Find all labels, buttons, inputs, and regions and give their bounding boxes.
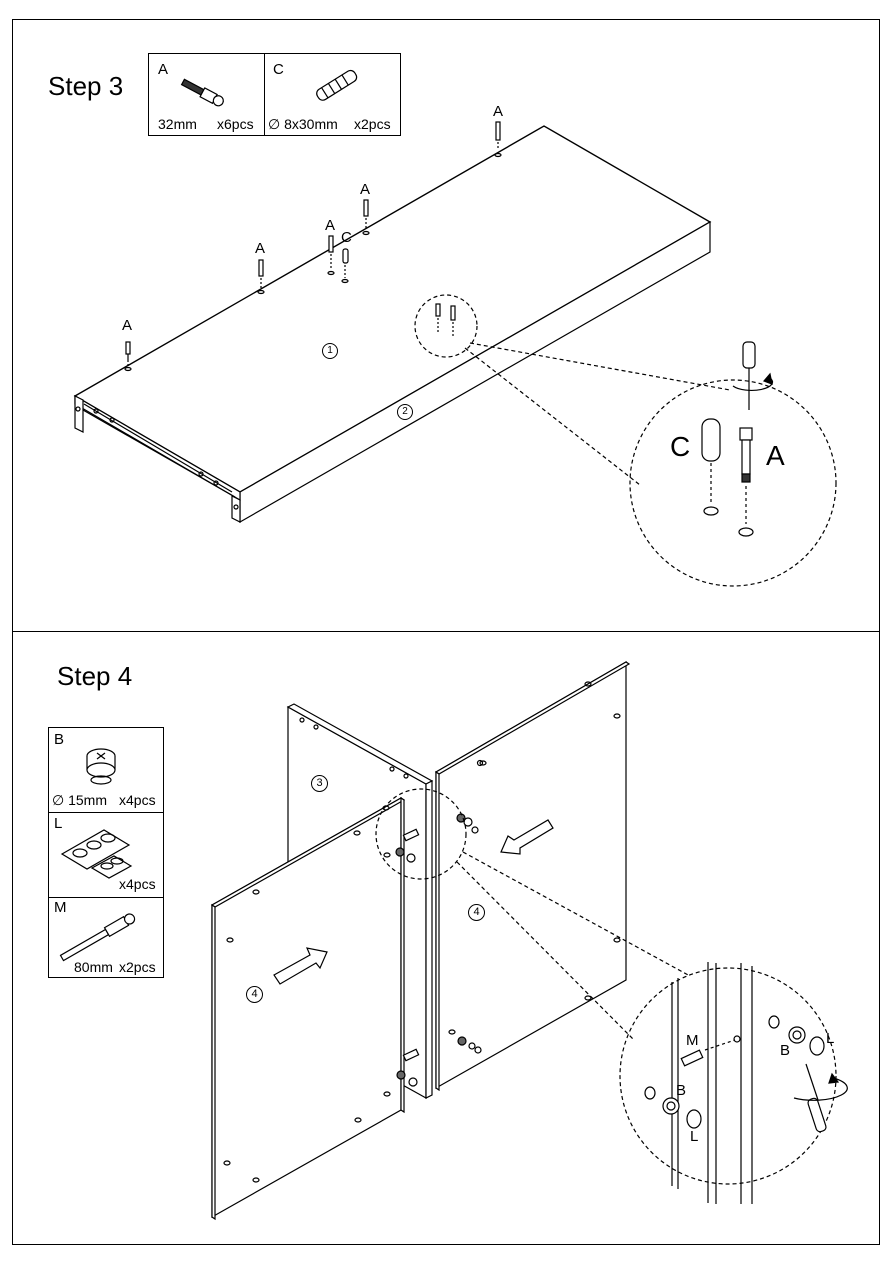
step4-title: Step 4 bbox=[57, 661, 133, 691]
part-l-qty: x4pcs bbox=[119, 876, 156, 892]
bolt-a-4 bbox=[362, 199, 370, 236]
cam-lock-icon bbox=[86, 748, 116, 785]
zoom-callout-b: B bbox=[780, 1042, 791, 1059]
panel-number-4: 4 bbox=[468, 904, 485, 921]
step-divider bbox=[12, 631, 880, 632]
part-b-size: ∅ 15mm bbox=[52, 792, 107, 808]
part-c-letter: C bbox=[273, 61, 284, 78]
bolt-a-5 bbox=[494, 121, 502, 158]
zoom-callout-l: L bbox=[826, 1030, 835, 1047]
callout-a: A bbox=[493, 103, 504, 120]
bolt-a-3 bbox=[327, 235, 335, 276]
bolt-a-2 bbox=[257, 259, 265, 295]
part-a-letter: A bbox=[158, 61, 169, 78]
callout-a: A bbox=[360, 181, 371, 198]
part-c-qty: x2pcs bbox=[354, 116, 391, 132]
panel-number-1: 1 bbox=[322, 343, 338, 359]
zoom-callout-a: A bbox=[766, 440, 785, 471]
part-b-qty: x4pcs bbox=[119, 792, 156, 808]
callout-c: C bbox=[341, 229, 352, 246]
cover-caps-icon bbox=[60, 829, 133, 879]
callout-a: A bbox=[255, 240, 266, 257]
panel-number-2: 2 bbox=[397, 404, 413, 420]
zoom-callout-l: L bbox=[690, 1128, 699, 1145]
bolt-a-1 bbox=[124, 341, 132, 372]
callout-a: A bbox=[122, 317, 133, 334]
page-frame bbox=[12, 19, 880, 1245]
part-b-letter: B bbox=[54, 731, 65, 748]
cam-bolt-icon bbox=[180, 78, 224, 107]
part-c-size: ∅ 8x30mm bbox=[268, 116, 338, 132]
part-l-letter: L bbox=[54, 815, 63, 832]
part-a-qty: x6pcs bbox=[217, 116, 254, 132]
zoom-callout-b: B bbox=[676, 1082, 687, 1099]
part-a-size: 32mm bbox=[158, 116, 197, 132]
part-m-qty: x2pcs bbox=[119, 959, 156, 975]
zoom-callout-m: M bbox=[686, 1032, 699, 1049]
panel-number-4: 4 bbox=[246, 986, 263, 1003]
dowel-icon bbox=[316, 69, 358, 101]
step3-title: Step 3 bbox=[48, 71, 124, 101]
long-bolt-icon bbox=[59, 913, 136, 962]
part-m-size: 80mm bbox=[74, 959, 113, 975]
step4-parts-table: B ∅ 15mm x4pcs L x4pcs M 80mm x2pcs bbox=[48, 727, 164, 978]
callout-a: A bbox=[325, 217, 336, 234]
panel-number-3: 3 bbox=[311, 775, 328, 792]
part-m-letter: M bbox=[54, 899, 67, 916]
zoom-callout-c: C bbox=[670, 431, 691, 462]
step3-parts-table: A 32mm x6pcs C ∅ 8x30mm x2pcs bbox=[148, 53, 401, 136]
dowel-c bbox=[341, 248, 349, 284]
